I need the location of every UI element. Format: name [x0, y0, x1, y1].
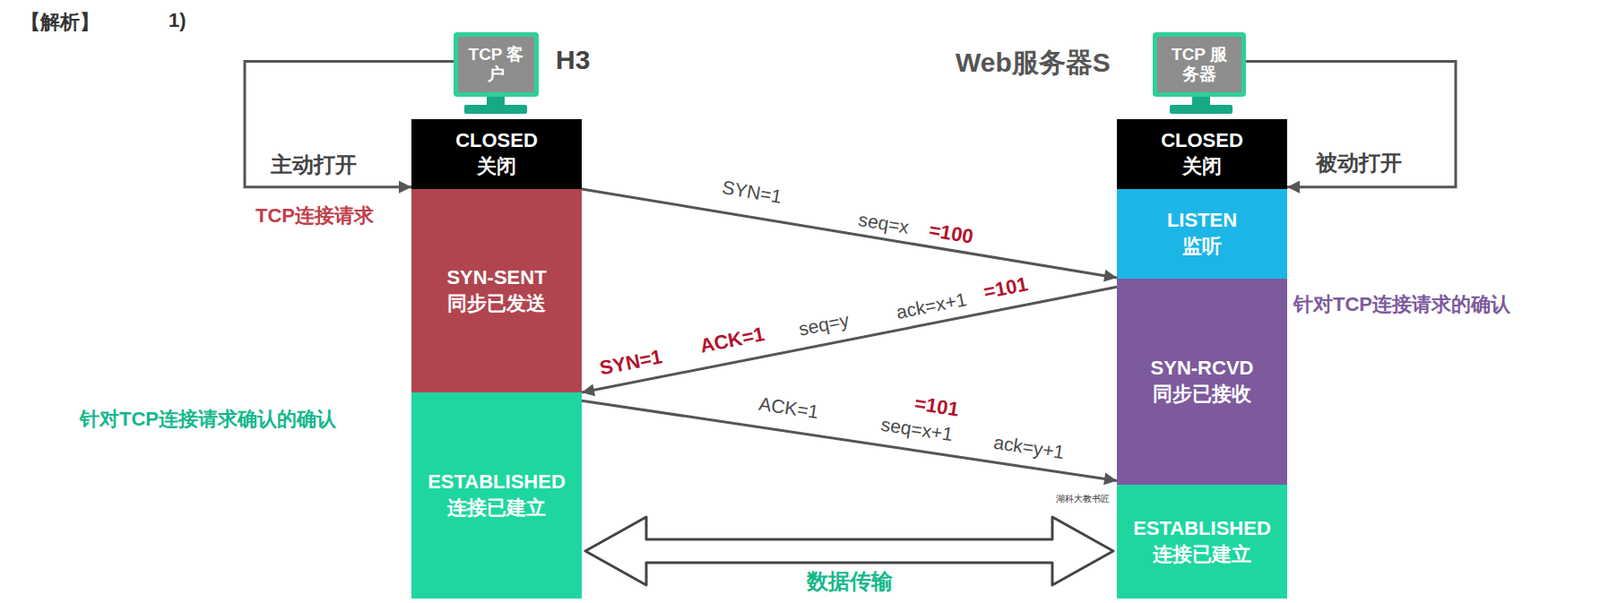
field-value: =101	[981, 273, 1030, 304]
client-monitor-stand	[464, 96, 528, 114]
handshake-segment	[581, 189, 1117, 278]
edge-label-wrap: 数据传输	[806, 567, 893, 597]
node-text-group: LISTEN监听	[1167, 207, 1237, 260]
watermark: 湖科大教书匠	[1055, 493, 1110, 504]
segment-flag-wrap: ACK=1	[698, 323, 767, 358]
node-text-group: CLOSED关闭	[455, 128, 538, 180]
edge-label-wrap: 主动打开	[270, 150, 357, 180]
node-title: CLOSED	[1160, 128, 1244, 155]
node-text-group: TCP 服务器	[1171, 44, 1229, 85]
segment-flag-wrap: SYN=1	[598, 345, 666, 380]
step-note-wrap: 针对TCP连接请求确认的确认	[79, 406, 337, 433]
monitor-base	[464, 104, 528, 114]
step-note: 针对TCP连接请求的确认	[1293, 293, 1511, 316]
segment-field: seq=x	[856, 208, 911, 238]
node-subtitle: 连接已建立	[447, 495, 546, 522]
item-number-wrap: 1)	[168, 8, 187, 33]
state-box: CLOSED关闭	[411, 119, 582, 190]
node-title: TCP 服务器	[1171, 44, 1229, 85]
watermark-wrap: 湖科大教书匠	[1055, 489, 1110, 506]
node-text-group: SYN-SENT同步已发送	[446, 265, 546, 317]
segment-flag: ACK=1	[757, 393, 821, 424]
node-subtitle: 关闭	[1182, 154, 1222, 181]
node-title: TCP 客户	[467, 44, 525, 85]
node-text-group: TCP 客户	[467, 44, 525, 85]
handshake-segment	[581, 286, 1117, 393]
handshake-segment	[581, 400, 1117, 481]
step-note: 针对TCP连接请求确认的确认	[79, 407, 337, 431]
node-title: ESTABLISHED	[427, 469, 566, 496]
state-box: SYN-SENT同步已发送	[411, 189, 582, 393]
segment-field-wrap: ack=y+1	[992, 432, 1066, 464]
node-subtitle: 同步已接收	[1152, 381, 1252, 408]
step-note-wrap: TCP连接请求	[255, 202, 374, 230]
segment-field-wrap: seq=x	[856, 208, 911, 238]
edge-label-wrap: 被动打开	[1315, 148, 1402, 178]
node-text-group: CLOSED关闭	[1160, 128, 1244, 180]
node-title: LISTEN	[1167, 207, 1237, 234]
section-heading-wrap: 【解析】	[20, 8, 100, 36]
section-heading: 【解析】	[20, 10, 100, 34]
node-text-group: SYN-RCVD同步已接收	[1150, 355, 1255, 407]
edge-label: 被动打开	[1315, 150, 1402, 175]
node-title: CLOSED	[455, 128, 538, 155]
node-title: SYN-RCVD	[1150, 355, 1255, 382]
state-box: ESTABLISHED连接已建立	[411, 392, 582, 599]
item-number: 1)	[168, 8, 187, 32]
field-value: =100	[926, 218, 975, 249]
monitor-neck	[1192, 96, 1211, 106]
field-value-wrap: =101	[982, 274, 1030, 304]
state-box: ESTABLISHED连接已建立	[1116, 484, 1288, 599]
server-monitor-stand	[1169, 96, 1233, 114]
segment-field-wrap: SYN=1	[720, 176, 784, 208]
server-name: Web服务器S	[955, 47, 1111, 78]
field-value-wrap: =100	[926, 219, 975, 249]
client-computer: TCP 客户	[453, 32, 539, 97]
edge-label: 主动打开	[270, 152, 357, 177]
state-box: LISTEN监听	[1116, 189, 1288, 279]
state-box: CLOSED关闭	[1116, 119, 1288, 190]
node-text-group: ESTABLISHED连接已建立	[1132, 516, 1272, 568]
segment-field: SYN=1	[720, 176, 784, 208]
node-text-group: ESTABLISHED连接已建立	[427, 469, 566, 521]
node-title: SYN-SENT	[446, 265, 546, 292]
step-note: TCP连接请求	[255, 204, 374, 227]
node-subtitle: 监听	[1182, 233, 1222, 260]
segment-flag: SYN=1	[597, 345, 665, 380]
segment-field: ack=y+1	[992, 432, 1066, 463]
edge-label: 数据传输	[806, 569, 893, 594]
monitor-neck	[486, 96, 505, 106]
segment-flag: ACK=1	[698, 322, 767, 358]
segment-field: seq=y	[796, 309, 851, 340]
server-computer: TCP 服务器	[1152, 32, 1246, 97]
step-note-wrap: 针对TCP连接请求的确认	[1293, 291, 1511, 319]
node-subtitle: 关闭	[476, 154, 517, 181]
server-name-wrap: Web服务器S	[955, 44, 1111, 82]
segment-flag-wrap: ACK=1	[757, 393, 821, 424]
monitor-base	[1169, 104, 1233, 114]
state-box: SYN-RCVD同步已接收	[1116, 278, 1288, 485]
field-value-wrap: =101	[912, 392, 960, 421]
host-name: H3	[555, 44, 590, 75]
segment-field-wrap: seq=y	[796, 309, 851, 340]
node-subtitle: 同步已发送	[447, 291, 546, 318]
host-name-wrap: H3	[555, 44, 590, 76]
node-title: ESTABLISHED	[1132, 516, 1272, 543]
field-value: =101	[912, 391, 960, 421]
node-subtitle: 连接已建立	[1152, 542, 1252, 569]
